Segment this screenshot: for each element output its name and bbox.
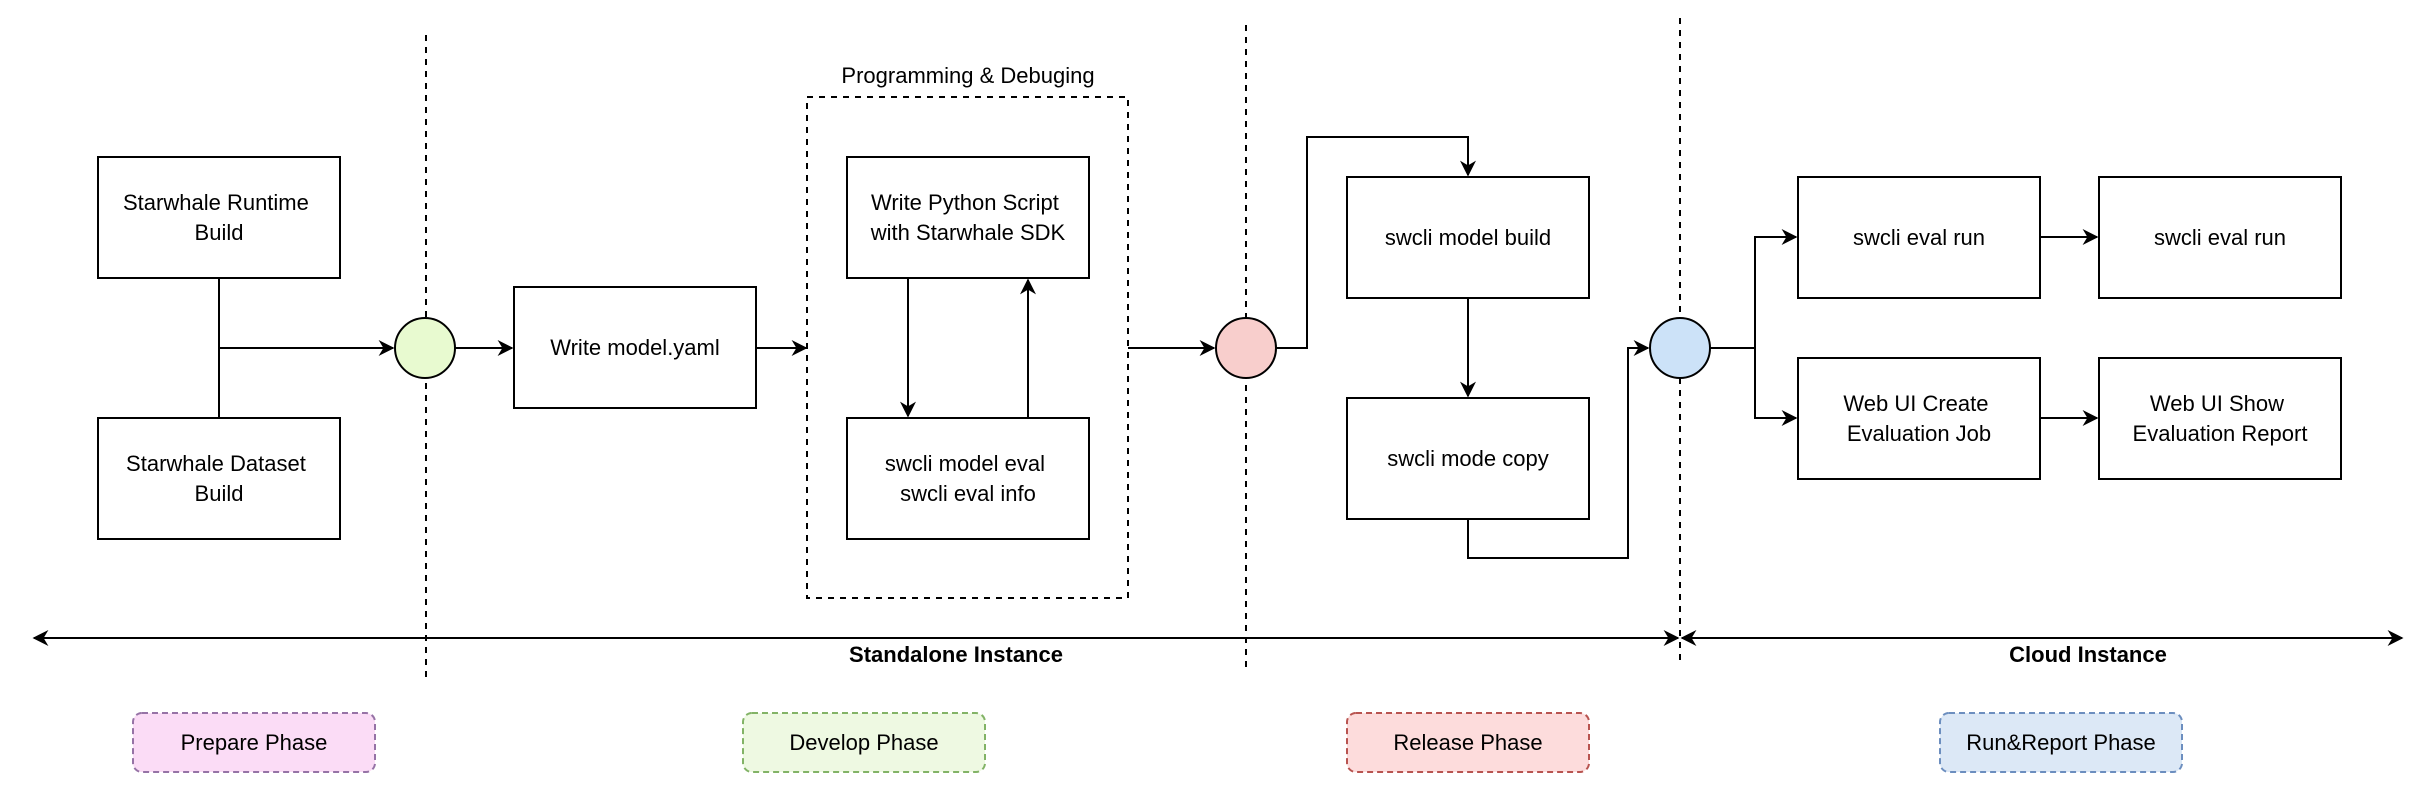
release-junction [1215,317,1277,379]
phase-badge-run-report: Run&Report Phase [1939,712,2183,773]
write-yaml-box [513,286,757,409]
group-label: Programming & Debuging [841,63,1094,88]
standalone-instance-label: Standalone Instance [849,642,1063,667]
eval-run-label-2: swcli eval run [2154,225,2286,250]
phase-badge-release: Release Phase [1346,712,1590,773]
web-create-box [1797,357,2041,480]
run-junction [1649,317,1711,379]
write-script-label: Write Python Script with Starwhale SDK [870,190,1066,245]
mode-copy-box [1346,397,1590,520]
cloud-instance-label: Cloud Instance [2009,642,2167,667]
web-show-box [2098,357,2342,480]
write-yaml-label: Write model.yaml [550,335,720,360]
model-build-box [1346,176,1590,299]
dataset-build-box [97,417,341,540]
connector [1754,229,1798,348]
model-build-label: swcli model build [1385,225,1551,250]
runtime-build-label: Starwhale Runtime Build [123,190,315,245]
web-create-label: Web UI Create Evaluation Job [1843,391,1994,446]
connector [1754,348,1798,426]
prepare-junction [394,317,456,379]
model-eval-box [846,417,1090,540]
write-script-box [846,156,1090,279]
model-eval-label: swcli model eval swcli eval info [885,451,1051,506]
phase-badge-develop: Develop Phase [742,712,986,773]
svg-text:Develop Phase: Develop Phase [789,730,938,755]
mode-copy-label: swcli mode copy [1387,446,1548,471]
svg-text:Prepare Phase: Prepare Phase [181,730,328,755]
eval-run-box [1797,176,2041,299]
connector [1276,136,1476,349]
eval-run-label: swcli eval run [1853,225,1985,250]
runtime-build-box [97,156,341,279]
programming-group [806,96,1129,599]
svg-text:Run&Report Phase: Run&Report Phase [1966,730,2156,755]
phase-badge-prepare: Prepare Phase [132,712,376,773]
eval-run-box-2 [2098,176,2342,299]
web-show-label: Web UI Show Evaluation Report [2133,391,2308,446]
connector [1467,340,1650,559]
dataset-build-label: Starwhale Dataset Build [126,451,312,506]
svg-text:Release Phase: Release Phase [1393,730,1542,755]
